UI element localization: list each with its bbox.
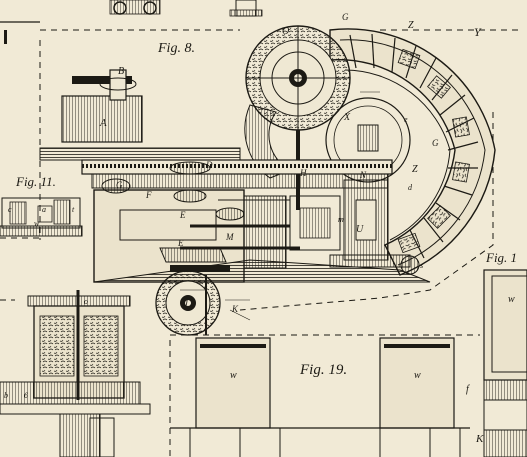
letter-d-small: d	[408, 183, 413, 192]
letter-m-small: m	[338, 215, 344, 224]
letter-m: M	[225, 232, 234, 242]
letter-x: X	[343, 112, 351, 123]
letter-o: O	[282, 26, 289, 37]
letter-h: H	[299, 168, 307, 178]
letter-f: F	[145, 190, 152, 200]
fig19-drawing	[169, 337, 470, 457]
letter-o-tank: o	[84, 297, 88, 306]
fig11-drawing	[0, 197, 83, 237]
letter-z2: Z	[412, 164, 418, 175]
letter-k: K	[231, 304, 239, 314]
gear-wheel-j	[155, 270, 221, 336]
fig18-drawing	[483, 269, 527, 457]
letter-g3: G	[432, 138, 439, 148]
dashed-boundary	[0, 29, 520, 336]
letter-e-small: e	[404, 115, 408, 124]
letter-w-fig18: w	[508, 294, 515, 305]
fig19-caption: Fig. 19.	[299, 362, 347, 378]
letter-b-tank: b	[4, 391, 8, 400]
letter-a-small: a	[42, 205, 46, 214]
letter-f-fig18: f	[466, 384, 470, 395]
top-left-fragment	[0, 0, 263, 44]
small-gears	[101, 161, 245, 221]
ring-wheel	[325, 28, 496, 276]
letter-u: U	[356, 224, 364, 235]
letter-a: A	[99, 117, 107, 129]
letter-z: Z	[408, 20, 414, 31]
letter-w-roll1: w	[230, 370, 237, 381]
upper-grinding-wheel	[245, 25, 351, 210]
letter-e2: E	[177, 238, 184, 248]
letter-g: G	[116, 180, 123, 190]
main-shaft	[39, 147, 241, 161]
fig11-caption: Fig. 11.	[15, 174, 56, 189]
letter-d: D	[205, 160, 213, 170]
letter-w-roll2: w	[414, 370, 421, 381]
letter-w-fig11: w	[34, 219, 40, 228]
letter-g2: G	[342, 12, 349, 22]
leader-lines	[180, 91, 380, 321]
letter-y: Y	[474, 25, 482, 39]
fig18-caption: Fig. 1	[485, 250, 517, 265]
letter-k-fig18: K	[475, 433, 484, 445]
letter-c-small: c	[8, 205, 12, 214]
tank-vessel	[0, 290, 151, 457]
letter-j: J	[184, 298, 189, 308]
letter-e: E	[179, 210, 186, 220]
machine-frame	[93, 179, 431, 283]
letter-n: N	[359, 170, 367, 180]
letter-six-tank: 6	[24, 391, 28, 400]
letter-t-small: t	[72, 205, 75, 214]
gear-rack-g	[81, 159, 393, 189]
pulley-a	[61, 69, 143, 143]
letter-s-small: s	[420, 261, 423, 270]
fig8-caption: Fig. 8.	[157, 41, 195, 56]
letter-b: B	[118, 66, 124, 77]
